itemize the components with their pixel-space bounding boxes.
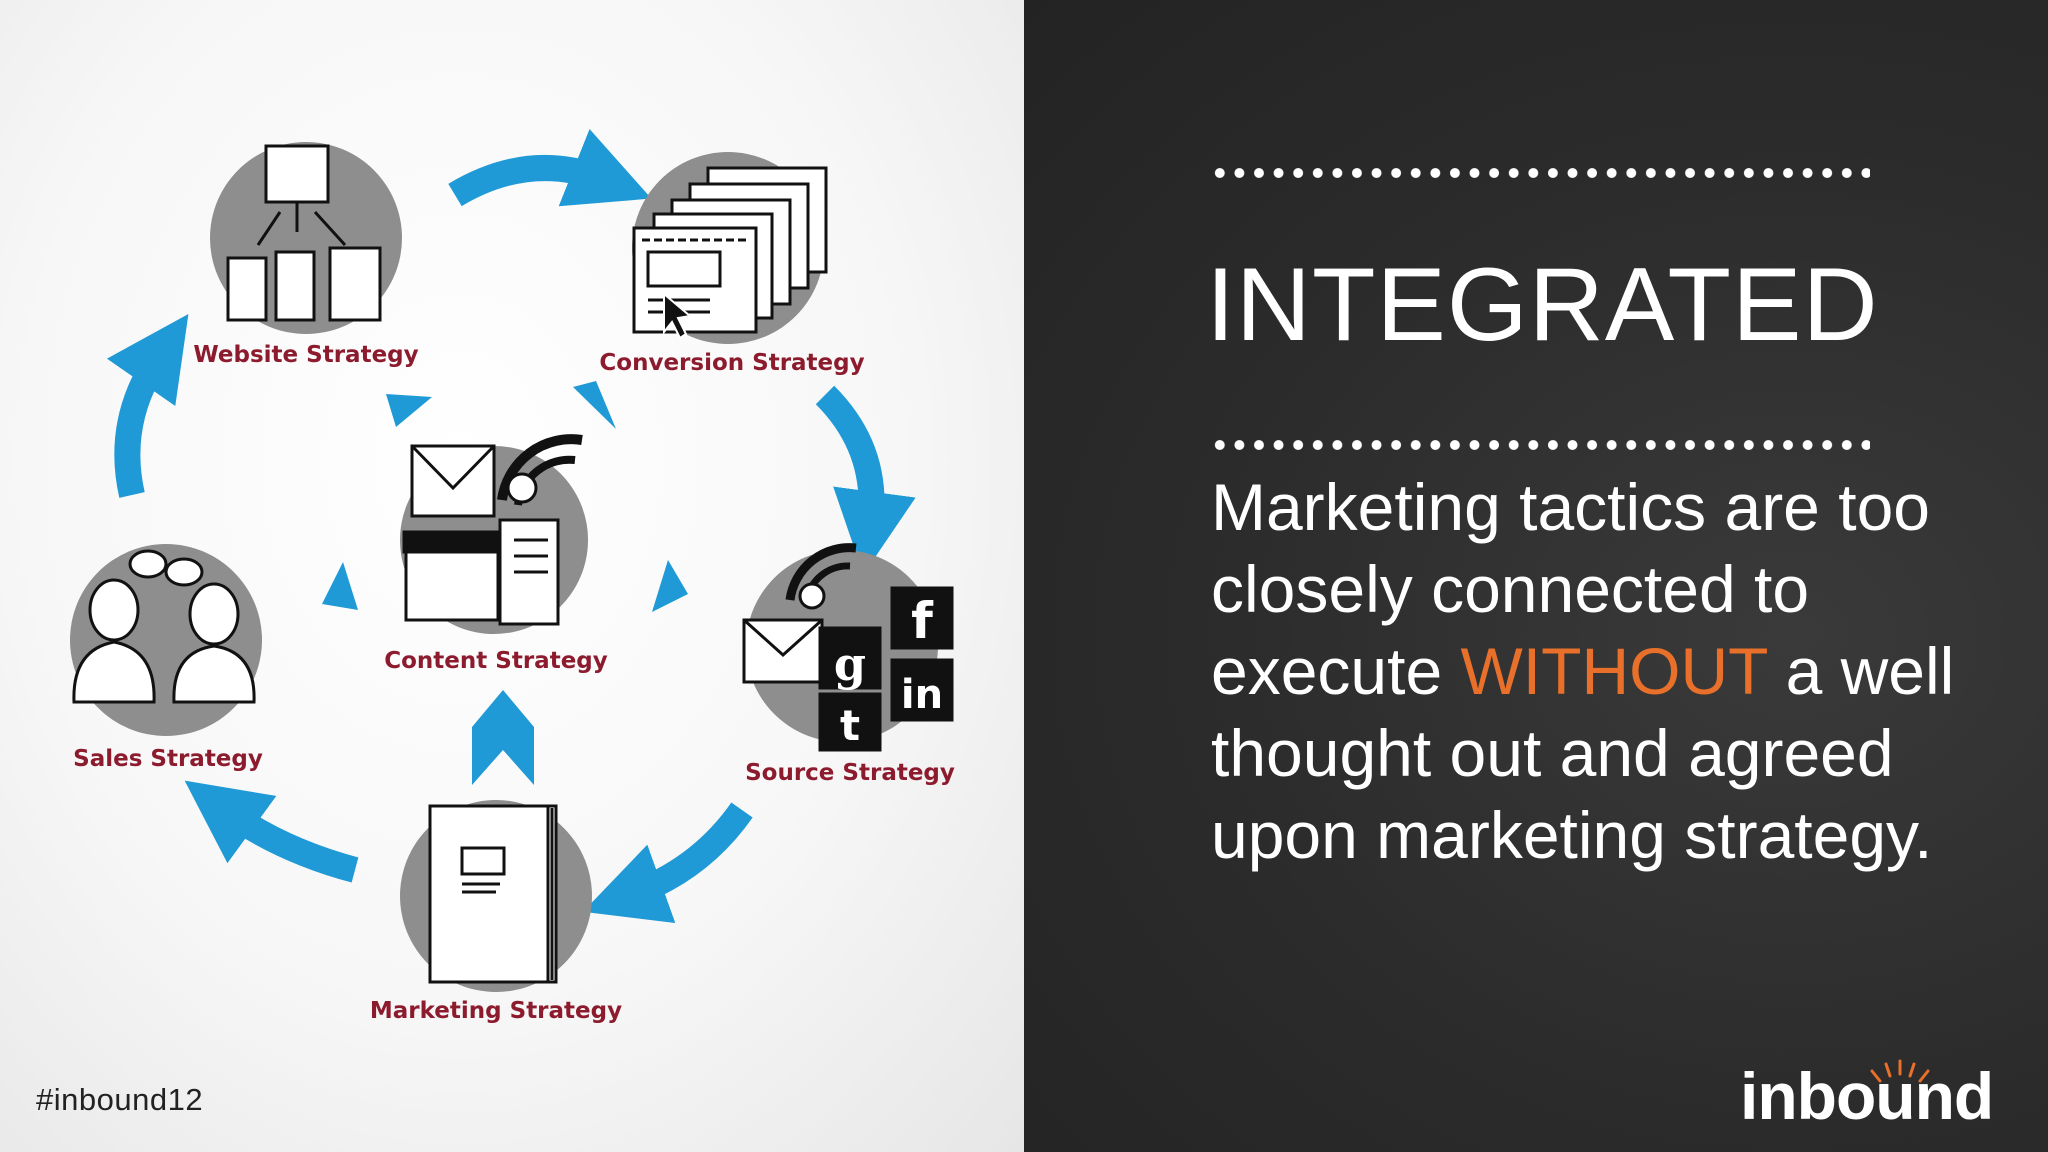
content-media-icon bbox=[402, 434, 583, 626]
people-talking-icon bbox=[72, 549, 256, 704]
node-sales-strategy: Sales Strategy bbox=[70, 544, 263, 772]
inbound-logo: inbound bbox=[1740, 1056, 2010, 1136]
node-website-strategy: Website Strategy bbox=[193, 142, 419, 368]
slide-body-text: Marketing tactics are too closely connec… bbox=[1211, 466, 1991, 876]
google-icon: g bbox=[834, 637, 866, 691]
node-content-strategy: Content Strategy bbox=[384, 434, 608, 674]
body-text-start: Marketing tactics are too closely connec… bbox=[1211, 470, 1930, 708]
node-source-strategy: g f in t Source Strategy bbox=[742, 543, 955, 786]
node-label: Content Strategy bbox=[384, 648, 608, 674]
social-channels-icon bbox=[742, 543, 954, 752]
cycle-arrow-source-to-marketing bbox=[582, 802, 753, 923]
strategy-cycle-diagram: Website Strategy Conversion Strategy bbox=[70, 129, 955, 1024]
landing-pages-icon bbox=[632, 166, 828, 340]
inner-arrow-to-website bbox=[386, 394, 432, 427]
body-emphasis-word: WITHOUT bbox=[1460, 634, 1768, 708]
node-label: Conversion Strategy bbox=[599, 350, 864, 376]
cycle-arrow-conversion-to-source bbox=[815, 385, 916, 575]
sitemap-icon bbox=[226, 144, 382, 322]
node-label: Sales Strategy bbox=[73, 746, 263, 772]
linkedin-icon: in bbox=[901, 672, 943, 718]
slide-title: INTEGRATED bbox=[1206, 247, 1879, 363]
cycle-arrow-sales-to-website bbox=[106, 313, 189, 498]
logo-accent-icon bbox=[1870, 1059, 1930, 1083]
twitter-icon: t bbox=[840, 701, 860, 750]
inner-arrow-to-sales bbox=[322, 562, 358, 610]
text-panel bbox=[1024, 0, 2048, 1152]
node-conversion-strategy: Conversion Strategy bbox=[599, 152, 865, 376]
facebook-icon: f bbox=[911, 592, 934, 650]
inner-arrow-to-conversion bbox=[573, 381, 616, 429]
logo-text: inbound bbox=[1740, 1059, 1994, 1133]
dotted-divider-top bbox=[1210, 166, 1870, 180]
inner-arrow-to-source bbox=[652, 560, 688, 612]
event-hashtag: #inbound12 bbox=[36, 1082, 204, 1117]
dotted-divider-middle bbox=[1210, 438, 1870, 452]
node-marketing-strategy: Marketing Strategy bbox=[370, 800, 622, 1024]
cycle-arrow-website-to-conversion bbox=[448, 129, 652, 207]
cycle-arrow-marketing-to-sales bbox=[184, 780, 359, 883]
node-label: Website Strategy bbox=[193, 342, 418, 368]
node-label: Source Strategy bbox=[745, 760, 955, 786]
body-text-end: a well thought out and agreed upon marke… bbox=[1211, 634, 1955, 872]
node-label: Marketing Strategy bbox=[370, 998, 622, 1024]
inner-arrow-marketing-to-content bbox=[472, 690, 534, 785]
book-icon bbox=[428, 804, 558, 984]
